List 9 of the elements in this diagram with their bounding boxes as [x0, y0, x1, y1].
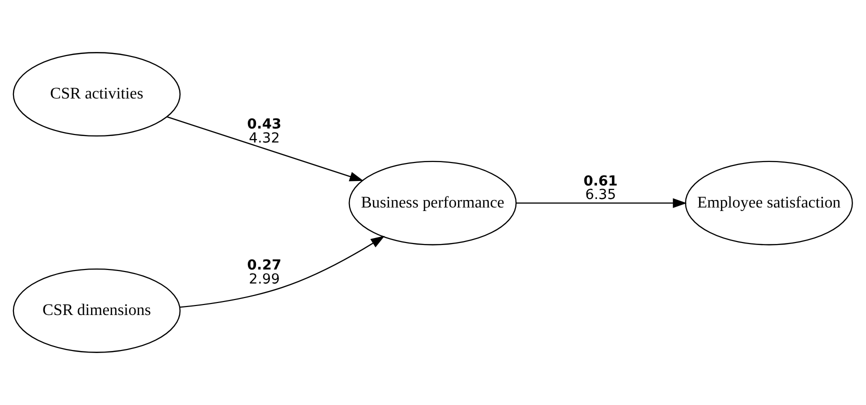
- node-ellipse: Employee satisfaction: [684, 160, 853, 246]
- edge-label: 0.61 6.35: [583, 173, 618, 204]
- edge-label: 0.27 2.99: [247, 258, 282, 288]
- arrow: [180, 236, 385, 308]
- node-ellipse: CSR dimensions: [12, 268, 181, 353]
- arrow: [166, 116, 364, 182]
- arrow: [516, 198, 687, 208]
- node-ellipse: CSR activities: [12, 52, 181, 137]
- edge-label: 0.43 4.32: [247, 116, 282, 146]
